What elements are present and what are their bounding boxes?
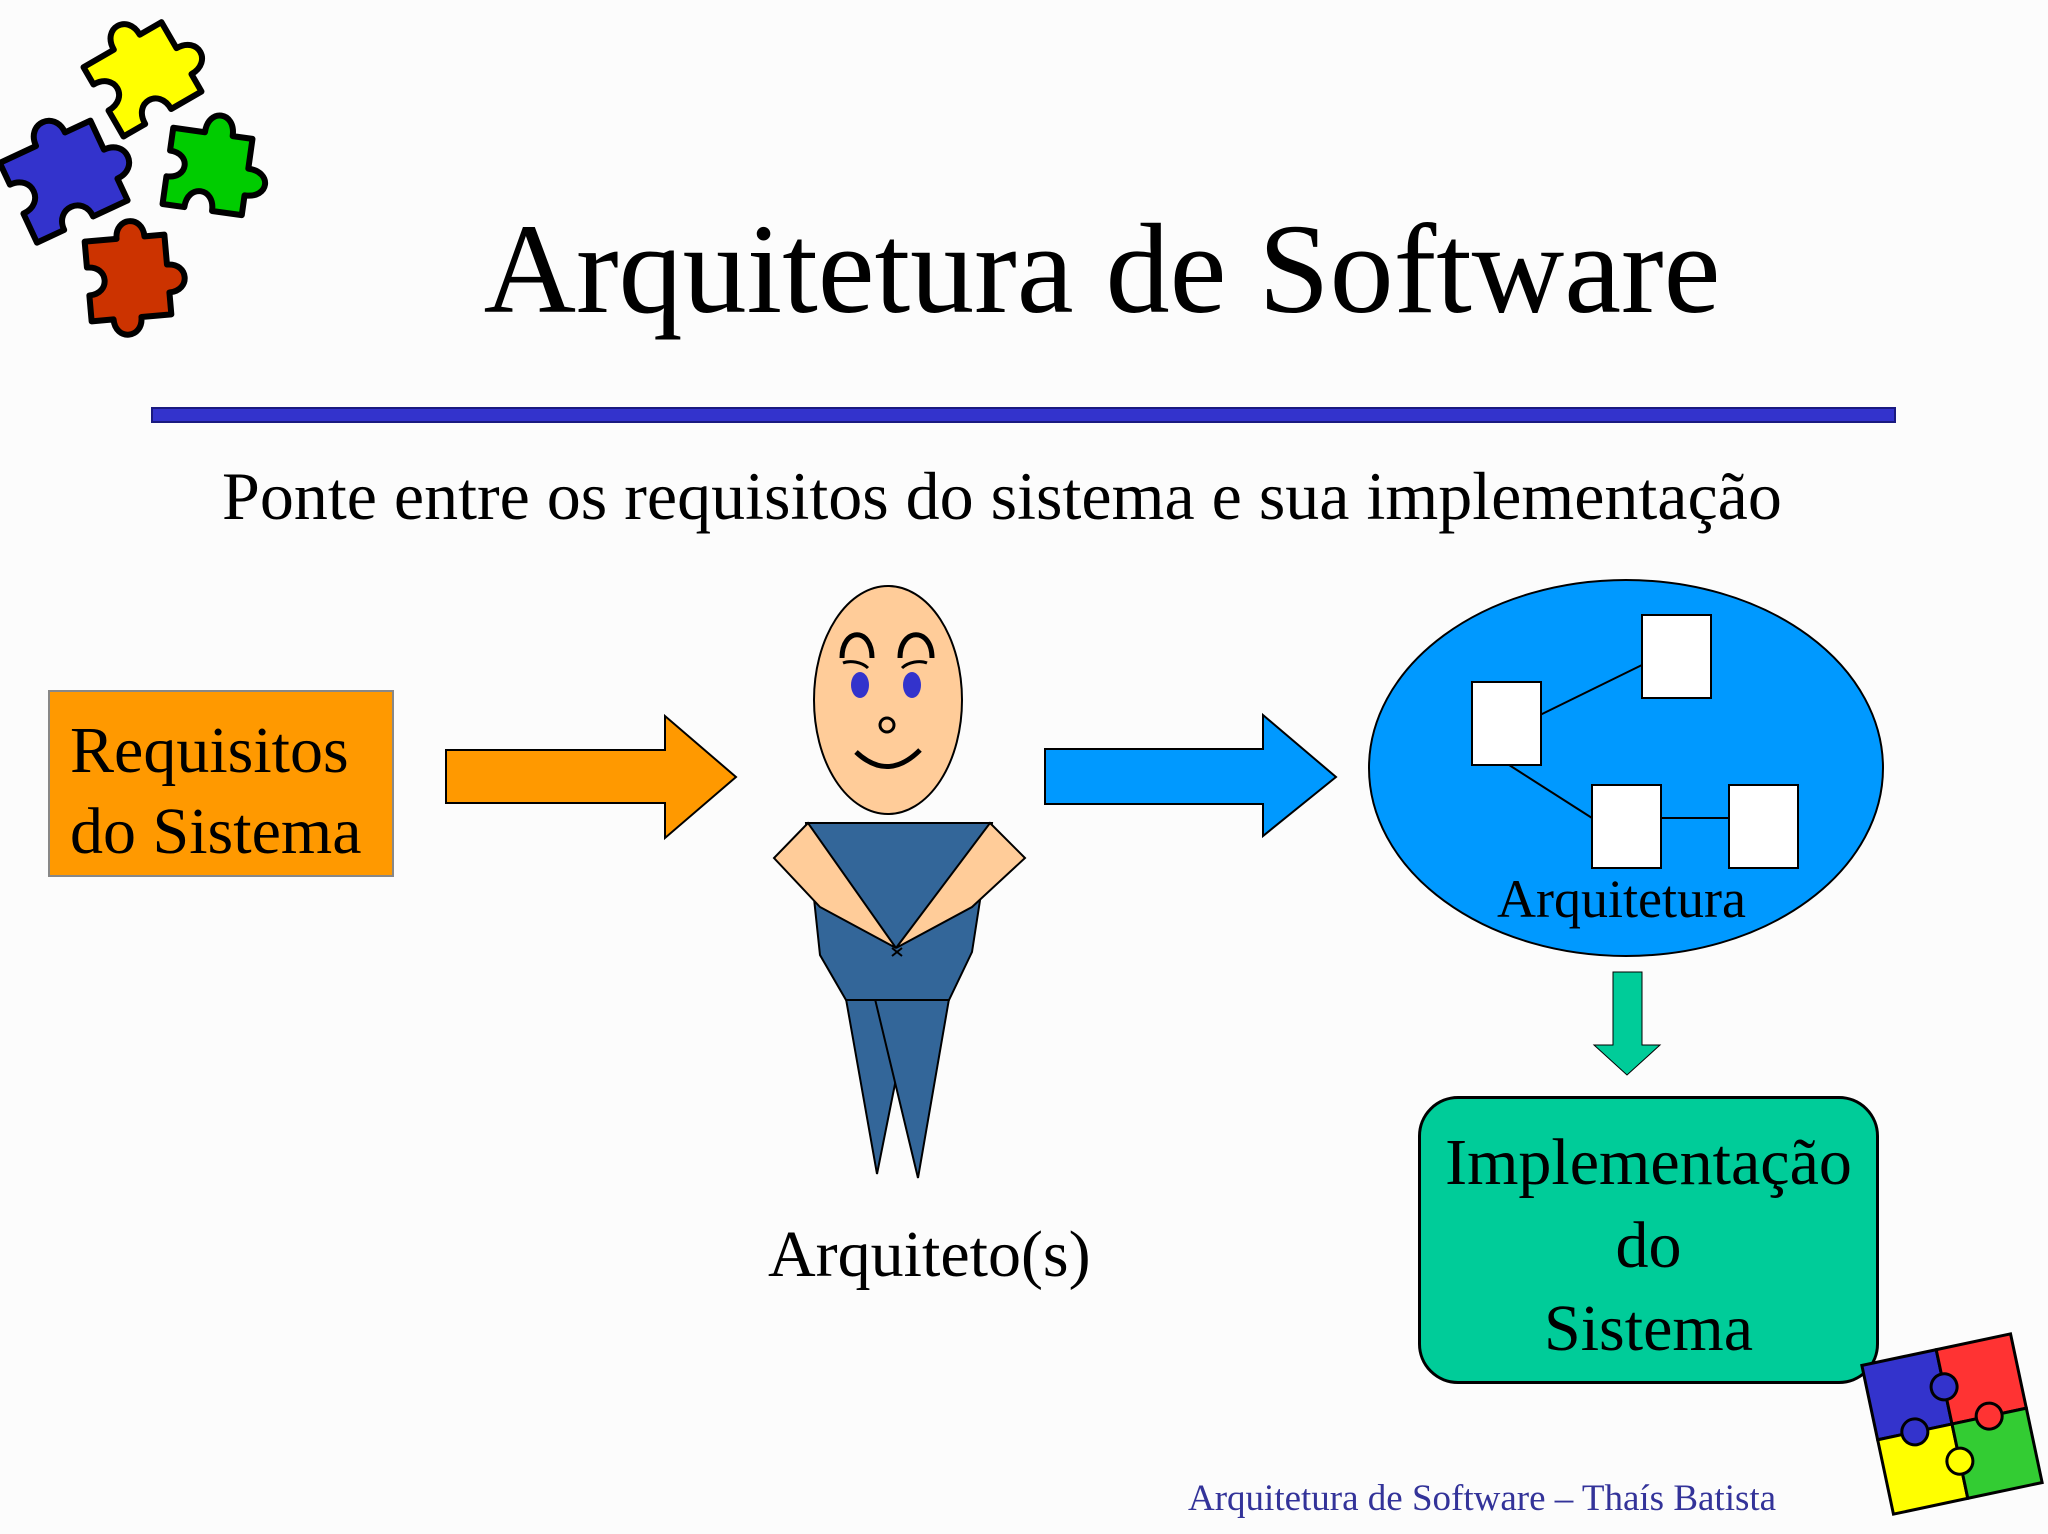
implementation-box: Implementação do Sistema [1418, 1096, 1879, 1384]
implementation-line-3: Sistema [1544, 1292, 1753, 1365]
red-puzzle-piece [81, 218, 188, 338]
implementation-line-2: do [1615, 1209, 1682, 1282]
architecture-label: Arquitetura [1497, 869, 1746, 929]
slide-subtitle: Ponte entre os requisitos do sistema e s… [222, 458, 1782, 534]
puzzle-pieces-logo [0, 19, 269, 338]
requirements-box: Requisitos do Sistema [48, 690, 394, 877]
green-puzzle-piece [159, 112, 269, 219]
component-box [1728, 784, 1799, 869]
architect-label: Arquiteto(s) [768, 1218, 1091, 1291]
blue-puzzle-piece [0, 117, 133, 246]
requirements-line-1: Requisitos [70, 714, 349, 787]
architect-head [813, 585, 963, 815]
title-divider [151, 407, 1896, 423]
requirements-line-2: do Sistema [70, 795, 362, 868]
component-box [1641, 614, 1712, 699]
yellow-puzzle-piece [80, 19, 205, 140]
component-box [1591, 784, 1662, 869]
implementation-line-1: Implementação [1445, 1126, 1852, 1199]
slide-footer: Arquitetura de Software – Thaís Batista [1188, 1478, 1777, 1519]
slide-title: Arquitetura de Software [483, 198, 1721, 340]
component-box [1471, 681, 1542, 766]
